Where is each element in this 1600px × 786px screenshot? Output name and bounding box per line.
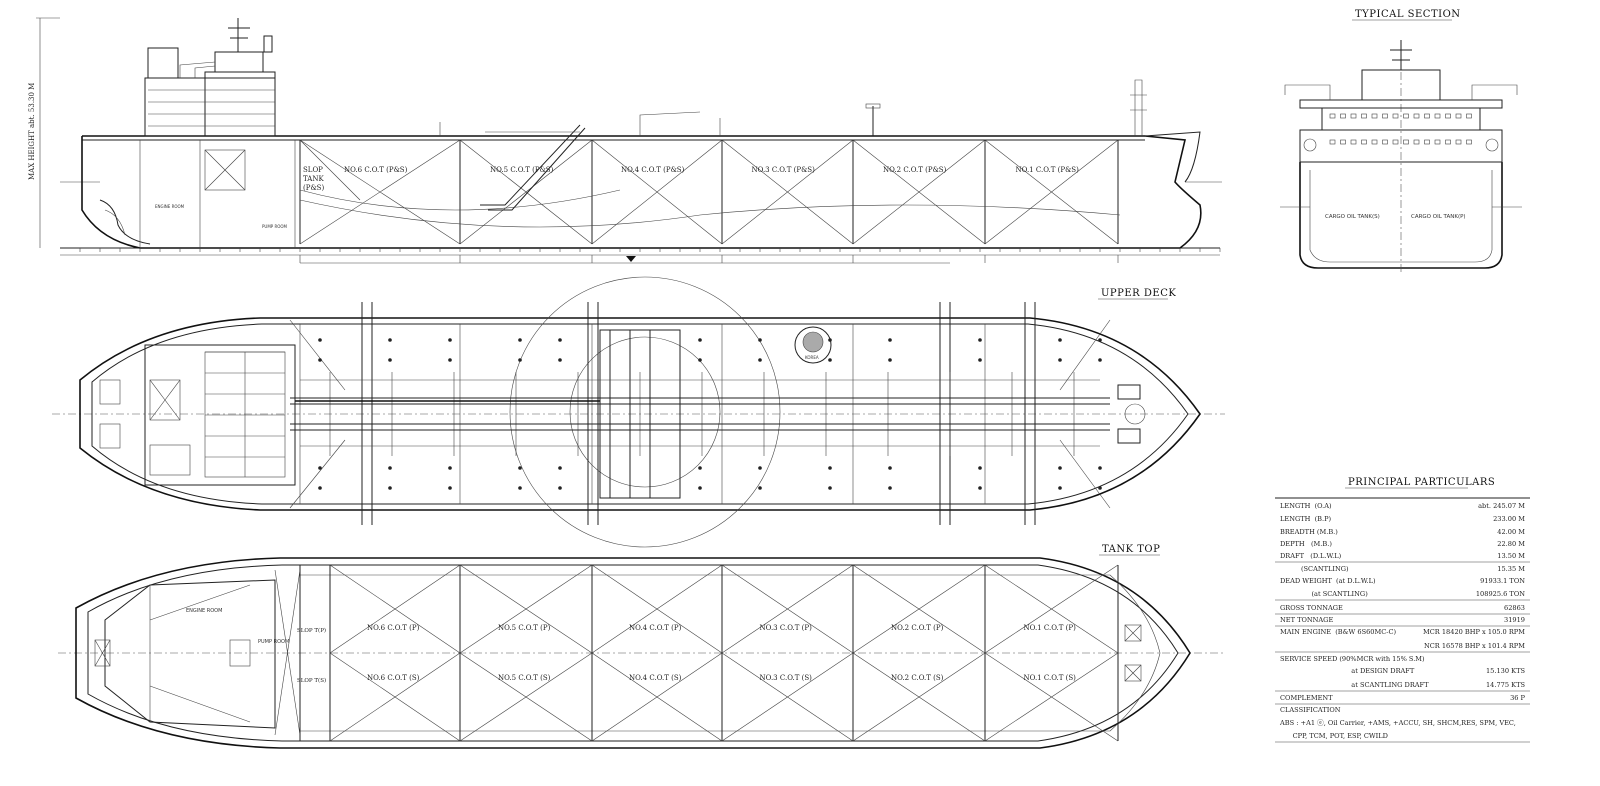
particulars-row-label: DEPTH (M.B.) (1280, 540, 1332, 548)
profile-tank-label: NO.2 C.O.T (P&S) (883, 166, 947, 174)
particulars-row-value: 31919 (1504, 616, 1525, 624)
tank-top-engine-room-label: ENGINE ROOM (186, 608, 222, 614)
profile-view: MAX HEIGHT abt. 53.30 M (28, 17, 1222, 264)
particulars-row-label: DRAFT (D.L.W.L) (1280, 552, 1342, 560)
tank-top-tank-p-label: NO.1 C.O.T (P) (1024, 624, 1077, 632)
tank-top-tank-s-label: NO.2 C.O.T (S) (891, 674, 944, 682)
tank-top-tank-p-label: NO.4 C.O.T (P) (629, 624, 682, 632)
typical-section-title: TYPICAL SECTION (1355, 9, 1461, 20)
profile-slop-label-3: (P&S) (303, 184, 324, 192)
tank-top-tank-p-label: NO.6 C.O.T (P) (367, 624, 420, 632)
tank-top-tank-s-label: NO.5 C.O.T (S) (498, 674, 551, 682)
upper-deck-title: UPPER DECK (1101, 288, 1176, 299)
tank-top-tank-s-label: NO.6 C.O.T (S) (367, 674, 420, 682)
particulars-row-label: DEAD WEIGHT (at D.L.W.L) (1280, 577, 1376, 585)
tank-top-tank-p-label: NO.3 C.O.T (P) (760, 624, 813, 632)
tank-top-tank-s-label: NO.4 C.O.T (S) (629, 674, 682, 682)
particulars-row-value: 233.00 M (1493, 515, 1525, 523)
typical-section-view: TYPICAL SECTION CARGO OIL TANK(S) CARGO … (1280, 9, 1522, 275)
particulars-row-label: LENGTH (B.P) (1280, 515, 1332, 523)
particulars-row-value: 13.50 M (1497, 552, 1525, 560)
particulars-row-value: 36 P (1510, 694, 1525, 702)
particulars-row-value: abt. 245.07 M (1478, 502, 1525, 510)
section-tank-s-label: CARGO OIL TANK(S) (1325, 214, 1380, 220)
company-logo-icon (794, 326, 832, 364)
particulars-row-label: CLASSIFICATION (1280, 706, 1341, 714)
tank-top-hull-outline (75, 557, 1191, 749)
particulars-row-label: (at SCANTLING) (1280, 590, 1368, 598)
particulars-row-label: at DESIGN DRAFT (1280, 667, 1415, 675)
particulars-row-label: GROSS TONNAGE (1280, 604, 1343, 612)
particulars-row-label: SERVICE SPEED (90%MCR with 15% S.M) (1280, 655, 1425, 663)
section-hull (1299, 162, 1503, 269)
particulars-row-value: 108925.6 TON (1476, 590, 1525, 598)
particulars-row-value: NCR 16578 BHP x 101.4 RPM (1424, 642, 1525, 650)
profile-side-dimension: MAX HEIGHT abt. 53.30 M (28, 83, 36, 180)
particulars-row-label: NET TONNAGE (1280, 616, 1333, 624)
profile-cargo-tanks: NO.6 C.O.T (P&S) NO.5 C.O.T (P&S) NO.4 C.O… (299, 139, 1119, 245)
profile-pump-room-label: PUMP ROOM (262, 224, 288, 229)
particulars-row-label: (SCANTLING) (1280, 565, 1349, 573)
particulars-title: PRINCIPAL PARTICULARS (1348, 477, 1495, 488)
tank-top-tank-p-label: NO.2 C.O.T (P) (891, 624, 944, 632)
tank-top-tank-s-label: NO.1 C.O.T (S) (1024, 674, 1077, 682)
tank-top-slop-p-label: SLOP T(P) (297, 627, 326, 634)
particulars-row-label: at SCANTLING DRAFT (1280, 681, 1429, 689)
tank-top-tank-s-label: NO.3 C.O.T (S) (760, 674, 813, 682)
particulars-row-label: LENGTH (O.A) (1280, 502, 1332, 510)
principal-particulars-table: PRINCIPAL PARTICULARS LENGTH (O.A) abt. 2… (1275, 477, 1530, 743)
particulars-row-label: CPP, TCM, POT, ESP, CWILD (1280, 732, 1388, 740)
section-tank-p-label: CARGO OIL TANK(P) (1411, 214, 1466, 220)
tank-top-view: TANK TOP ENGINE ROOM PUMP ROOM SLOP T(P)… (58, 544, 1225, 749)
tank-top-pump-room-label: PUMP ROOM (258, 639, 289, 645)
profile-tank-label: NO.5 C.O.T (P&S) (490, 166, 554, 174)
tank-top-tank-p-label: NO.5 C.O.T (P) (498, 624, 551, 632)
particulars-row-value: 15.35 M (1497, 565, 1525, 573)
upper-deck-hull-outline (79, 317, 1201, 511)
tank-top-cargo-tanks: NO.6 C.O.T (P) NO.6 C.O.T (S) NO.5 C.O.T (… (329, 564, 1119, 742)
particulars-row-label: BREADTH (M.B.) (1280, 528, 1338, 536)
tank-top-slop-s-label: SLOP T(S) (297, 677, 326, 684)
particulars-row-value: 22.80 M (1497, 540, 1525, 548)
profile-tank-label: NO.4 C.O.T (P&S) (621, 166, 685, 174)
particulars-row-value: 42.00 M (1497, 528, 1525, 536)
profile-tank-label: NO.1 C.O.T (P&S) (1016, 166, 1080, 174)
profile-frame-ticks (79, 248, 1221, 263)
profile-tank-label: NO.3 C.O.T (P&S) (752, 166, 816, 174)
particulars-row-value: 91933.1 TON (1480, 577, 1525, 585)
upper-deck-view: UPPER DECK KOREA (52, 276, 1225, 548)
particulars-row-value: 15.130 KTS (1486, 667, 1525, 675)
logo-text: KOREA (805, 355, 819, 360)
profile-tank-label: NO.6 C.O.T (P&S) (344, 166, 408, 174)
particulars-row-value: 14.775 KTS (1486, 681, 1525, 689)
profile-slop-label-2: TANK (303, 175, 324, 183)
particulars-row-value: MCR 18420 BHP x 105.0 RPM (1423, 628, 1525, 636)
particulars-row-label: MAIN ENGINE (B&W 6S60MC-C) (1280, 628, 1397, 636)
particulars-row-label: ABS : +A1 ⓔ, Oil Carrier, +AMS, +ACCU, S… (1279, 719, 1516, 727)
profile-hull-outline (81, 135, 1202, 249)
profile-engine-room-label: ENGINE ROOM (155, 204, 185, 209)
profile-slop-label-1: SLOP (303, 166, 323, 174)
superstructure-block (144, 77, 276, 137)
particulars-row-value: 62863 (1504, 604, 1525, 612)
particulars-row-label: COMPLEMENT (1280, 694, 1333, 702)
tank-top-title: TANK TOP (1102, 544, 1160, 555)
